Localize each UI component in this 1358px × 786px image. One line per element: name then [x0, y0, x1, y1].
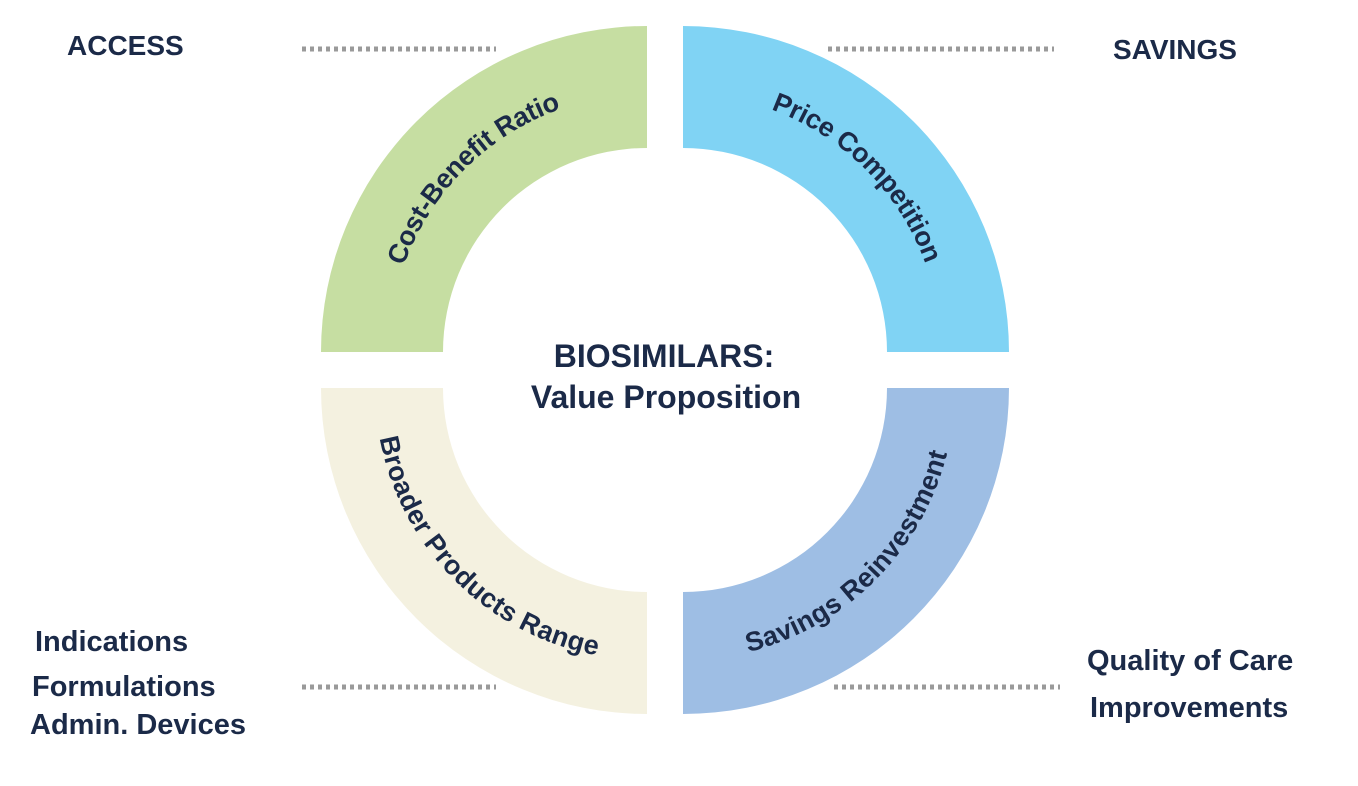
label-improvements: Improvements: [1090, 692, 1288, 724]
label-admin-devices: Admin. Devices: [30, 709, 246, 741]
segment-broader-products: [321, 388, 647, 714]
label-savings: SAVINGS: [1113, 34, 1237, 65]
segment-cost-benefit: [321, 26, 647, 352]
label-indications: Indications: [35, 626, 188, 658]
label-formulations: Formulations: [32, 671, 216, 703]
segment-price-competition: [683, 26, 1009, 352]
label-quality-of-care: Quality of Care: [1087, 645, 1293, 677]
center-title: BIOSIMILARS:: [554, 338, 774, 374]
segment-savings-reinvestment: [683, 388, 1009, 714]
center-subtitle: Value Proposition: [531, 379, 801, 415]
label-access: ACCESS: [67, 30, 184, 61]
